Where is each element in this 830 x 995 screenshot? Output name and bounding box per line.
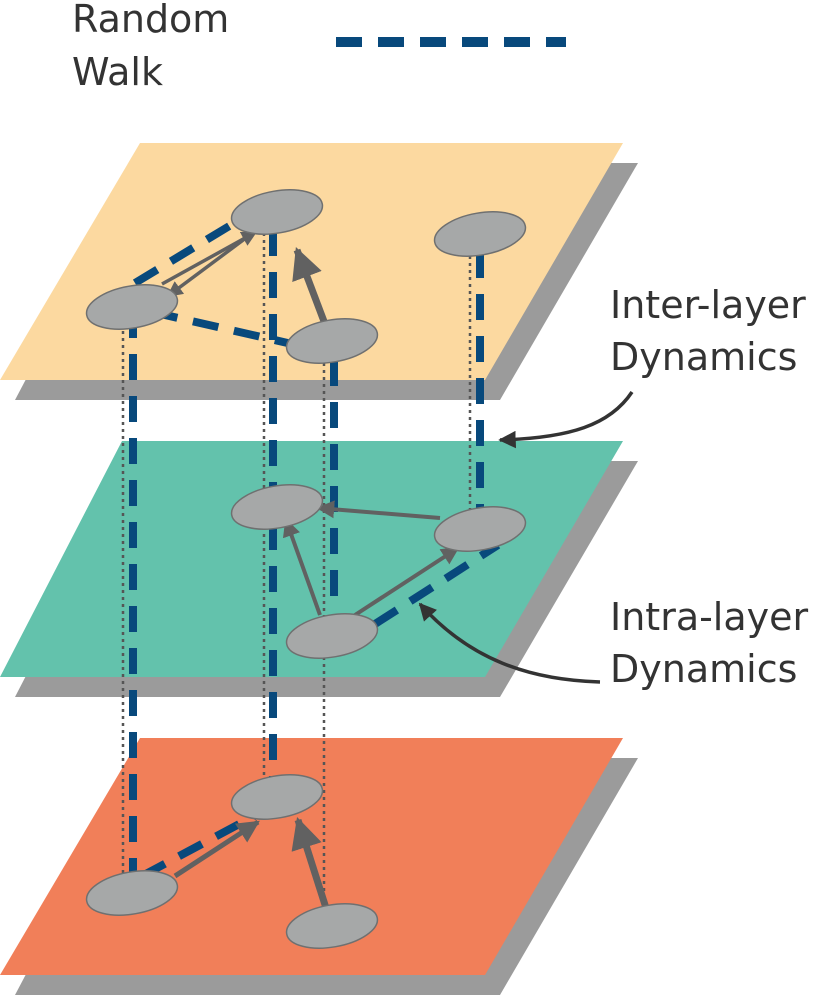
inter-layer-links: [121, 212, 472, 925]
random-walk-segment: [151, 308, 293, 348]
legend-label-line2: Walk: [72, 50, 163, 94]
node: [230, 484, 324, 530]
node: [285, 903, 379, 949]
edge-arrow: [353, 546, 460, 617]
random-walk-segment: [132, 218, 239, 287]
edge-arrow: [282, 518, 322, 616]
random-walk-path: [129, 218, 501, 880]
intra-layer-pointer-arrow: [418, 602, 601, 684]
legend: Random Walk: [72, 0, 566, 94]
intra-layer-label-line2: Dynamics: [610, 647, 797, 691]
intra-layer-label-line1: Intra-layer: [610, 595, 809, 639]
node: [433, 211, 527, 257]
node: [285, 613, 379, 659]
legend-label-line1: Random: [72, 0, 229, 41]
node: [230, 774, 324, 820]
intra-layer-edges: [161, 224, 460, 910]
random-walk-segment: [372, 541, 501, 628]
edge-arrow: [316, 500, 441, 520]
edge-arrow: [173, 819, 260, 879]
node: [85, 284, 179, 330]
edge-arrow: [166, 224, 264, 298]
inter-layer-label-line1: Inter-layer: [610, 283, 806, 327]
node: [433, 506, 527, 552]
inter-layer-annotation: Inter-layer Dynamics: [498, 283, 806, 449]
inter-layer-pointer-arrow: [498, 391, 634, 449]
middle-layer-plane: [0, 441, 623, 677]
node: [285, 318, 379, 364]
intra-layer-annotation: Intra-layer Dynamics: [418, 595, 809, 691]
nodes: [85, 189, 527, 949]
edge-arrow: [291, 816, 330, 910]
node: [85, 870, 179, 916]
inter-layer-label-line2: Dynamics: [610, 335, 797, 379]
edge-arrow: [292, 247, 329, 326]
bottom-layer: [0, 738, 638, 995]
node: [230, 189, 324, 235]
